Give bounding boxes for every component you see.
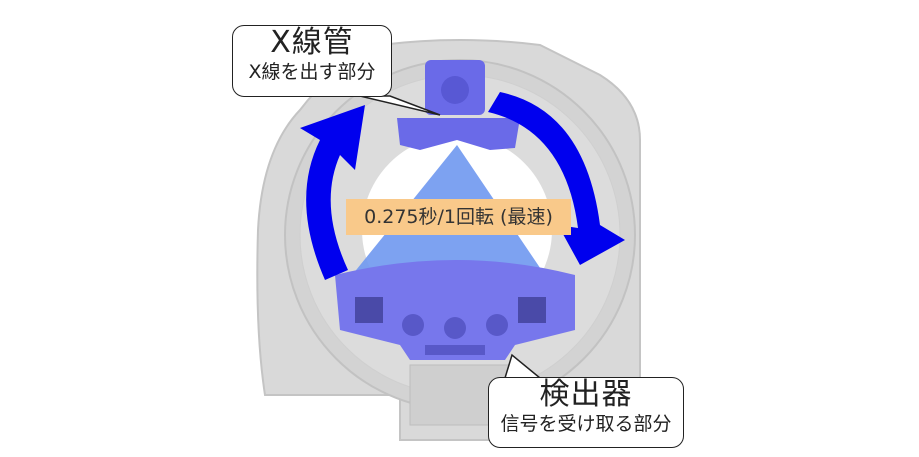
callout-xray-tube: X線管 X線を出す部分 xyxy=(232,25,392,97)
xray-tube-component xyxy=(397,60,520,150)
callout-title: 検出器 xyxy=(539,377,633,412)
callout-title: X線管 xyxy=(270,25,354,60)
detector-component xyxy=(335,260,575,360)
rotation-arrow-left xyxy=(300,105,365,280)
callout-subtitle: X線を出す部分 xyxy=(248,61,376,83)
callout-subtitle: 信号を受け取る部分 xyxy=(500,413,672,435)
callout-detector: 検出器 信号を受け取る部分 xyxy=(488,377,684,448)
rotation-speed-label: 0.275秒/1回転 (最速) xyxy=(346,199,571,235)
rotation-arrow-right xyxy=(488,92,625,265)
